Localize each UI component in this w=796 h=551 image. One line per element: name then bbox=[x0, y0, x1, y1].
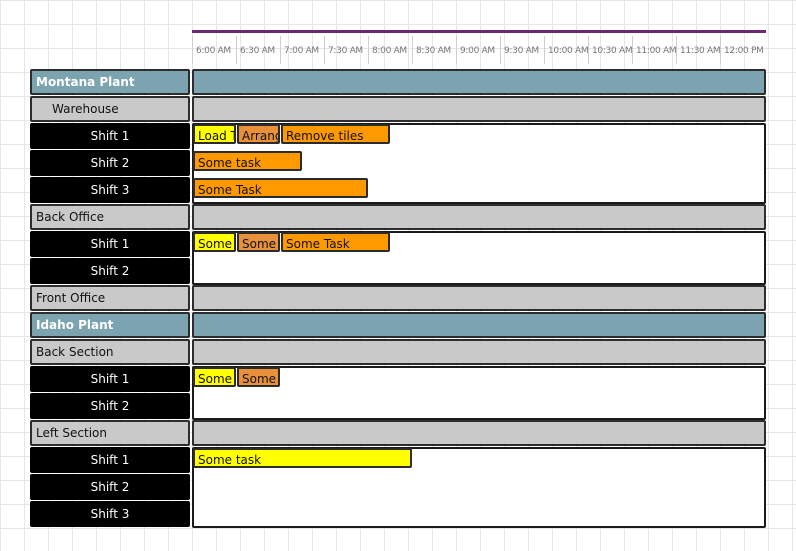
timeline-tick-line bbox=[720, 36, 721, 64]
plant-band-montana-plant bbox=[192, 69, 766, 95]
shift-label-shift-3[interactable]: Shift 3 bbox=[30, 177, 190, 203]
timeline-tick-line bbox=[236, 36, 237, 64]
timeline-tick-label: 9:30 AM bbox=[504, 46, 539, 56]
timeline-tick-line bbox=[324, 36, 325, 64]
timeline-tick-label: 10:00 AM bbox=[548, 46, 589, 56]
timeline-tick-line bbox=[632, 36, 633, 64]
shift-timeline-area bbox=[192, 366, 766, 420]
shift-label-shift-1[interactable]: Shift 1 bbox=[30, 123, 190, 149]
timeline-tick-label: 11:30 AM bbox=[680, 46, 721, 56]
section-label-back-office[interactable]: Back Office bbox=[30, 204, 190, 230]
timeline-tick-label: 8:00 AM bbox=[372, 46, 407, 56]
timeline-tick-line bbox=[368, 36, 369, 64]
timeline-tick-label: 11:00 AM bbox=[636, 46, 677, 56]
timeline-tick-label: 6:30 AM bbox=[240, 46, 275, 56]
task-bar[interactable]: Some task bbox=[237, 232, 280, 252]
task-bar[interactable]: Arrange bbox=[237, 124, 280, 144]
task-bar[interactable]: Remove tiles bbox=[281, 124, 390, 144]
task-bar[interactable]: Some task bbox=[193, 232, 236, 252]
timeline-tick-label: 8:30 AM bbox=[416, 46, 451, 56]
section-label-left-section[interactable]: Left Section bbox=[30, 420, 190, 446]
timeline-tick-label: 7:00 AM bbox=[284, 46, 319, 56]
timeline-tick-line bbox=[280, 36, 281, 64]
timeline-tick-line bbox=[588, 36, 589, 64]
timeline-tick-line bbox=[676, 36, 677, 64]
shift-label-shift-1[interactable]: Shift 1 bbox=[30, 231, 190, 257]
section-label-back-section[interactable]: Back Section bbox=[30, 339, 190, 365]
plant-label-idaho-plant[interactable]: Idaho Plant bbox=[30, 312, 190, 338]
plant-label-montana-plant[interactable]: Montana Plant bbox=[30, 69, 190, 95]
timeline-tick-line bbox=[412, 36, 413, 64]
timeline-tick-line bbox=[456, 36, 457, 64]
section-label-front-office[interactable]: Front Office bbox=[30, 285, 190, 311]
section-band-back-section bbox=[192, 339, 766, 365]
section-label-warehouse[interactable]: Warehouse bbox=[30, 96, 190, 122]
timeline-tick-label: 6:00 AM bbox=[196, 46, 231, 56]
shift-label-shift-2[interactable]: Shift 2 bbox=[30, 258, 190, 284]
shift-label-shift-1[interactable]: Shift 1 bbox=[30, 447, 190, 473]
shift-label-shift-2[interactable]: Shift 2 bbox=[30, 474, 190, 500]
task-bar[interactable]: Some task bbox=[193, 367, 236, 387]
plant-band-idaho-plant bbox=[192, 312, 766, 338]
section-band-front-office bbox=[192, 285, 766, 311]
section-band-warehouse bbox=[192, 96, 766, 122]
task-bar[interactable]: Some Task bbox=[193, 178, 368, 198]
task-bar[interactable]: Some task bbox=[193, 448, 412, 468]
timeline-tick-line bbox=[500, 36, 501, 64]
shift-label-shift-2[interactable]: Shift 2 bbox=[30, 150, 190, 176]
task-bar[interactable]: Load Truck1 bbox=[193, 124, 236, 144]
section-band-left-section bbox=[192, 420, 766, 446]
shift-label-shift-2[interactable]: Shift 2 bbox=[30, 393, 190, 419]
timeline-header: 6:00 AM 6:30 AM 7:00 AM 7:30 AM 8:00 AM 8:30 … bbox=[192, 30, 766, 64]
task-bar[interactable]: Some Task bbox=[281, 232, 390, 252]
task-bar[interactable]: Some task bbox=[237, 367, 280, 387]
timeline-tick-label: 12:00 PM bbox=[724, 46, 764, 56]
timeline-tick-label: 7:30 AM bbox=[328, 46, 363, 56]
task-bar[interactable]: Some task bbox=[193, 151, 302, 171]
shift-label-shift-1[interactable]: Shift 1 bbox=[30, 366, 190, 392]
shift-label-shift-3[interactable]: Shift 3 bbox=[30, 501, 190, 527]
timeline-tick-line bbox=[544, 36, 545, 64]
timeline-tick-label: 9:00 AM bbox=[460, 46, 495, 56]
timeline-accent-line bbox=[192, 30, 766, 33]
timeline-tick-label: 10:30 AM bbox=[592, 46, 633, 56]
timeline-tick-line bbox=[192, 36, 193, 64]
section-band-back-office bbox=[192, 204, 766, 230]
